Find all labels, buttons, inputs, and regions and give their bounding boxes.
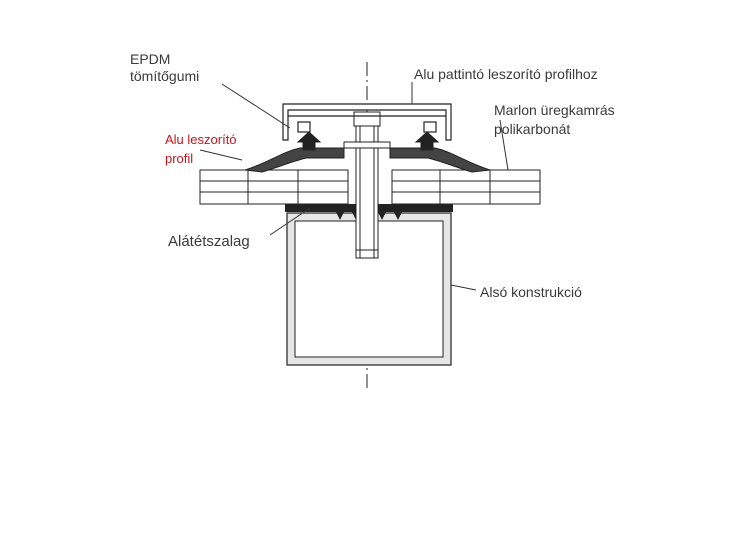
leader-epdm bbox=[221, 83, 291, 129]
epdm-gasket-right bbox=[414, 131, 440, 151]
alu-clamp-profile bbox=[244, 141, 491, 173]
epdm-gasket-left bbox=[296, 131, 322, 151]
label-marlon-line2: polikarbonát bbox=[494, 121, 571, 137]
label-alu-clamp: Alu leszorító profil bbox=[165, 130, 237, 168]
leader-underlay bbox=[269, 207, 311, 236]
label-marlon-line1: Marlon üregkamrás bbox=[494, 102, 615, 118]
leader-alu-clamp bbox=[199, 149, 243, 161]
bolt bbox=[353, 111, 381, 259]
leader-substructure bbox=[450, 284, 477, 291]
underlay-teeth bbox=[336, 212, 402, 220]
label-substructure: Alsó konstrukció bbox=[480, 284, 582, 300]
label-marlon: Marlon üregkamrás polikarbonát bbox=[494, 101, 615, 139]
label-underlay: Alátétszalag bbox=[168, 233, 250, 250]
leader-marlon bbox=[499, 119, 509, 171]
polycarbonate-panel-right bbox=[391, 169, 541, 205]
label-alu-snap-profile: Alu pattintó leszorító profilhoz bbox=[414, 66, 598, 82]
leader-lines bbox=[199, 82, 509, 291]
snap-cover-profile bbox=[282, 103, 452, 141]
label-alu-clamp-line1: Alu leszorító bbox=[165, 132, 237, 147]
label-alu-clamp-line2: profil bbox=[165, 151, 194, 166]
polycarbonate-panel-left bbox=[199, 169, 349, 205]
label-epdm: EPDM tömítőgumi bbox=[130, 51, 199, 85]
label-epdm-line2: tömítőgumi bbox=[130, 68, 200, 84]
label-epdm-line1: EPDM bbox=[130, 51, 171, 67]
